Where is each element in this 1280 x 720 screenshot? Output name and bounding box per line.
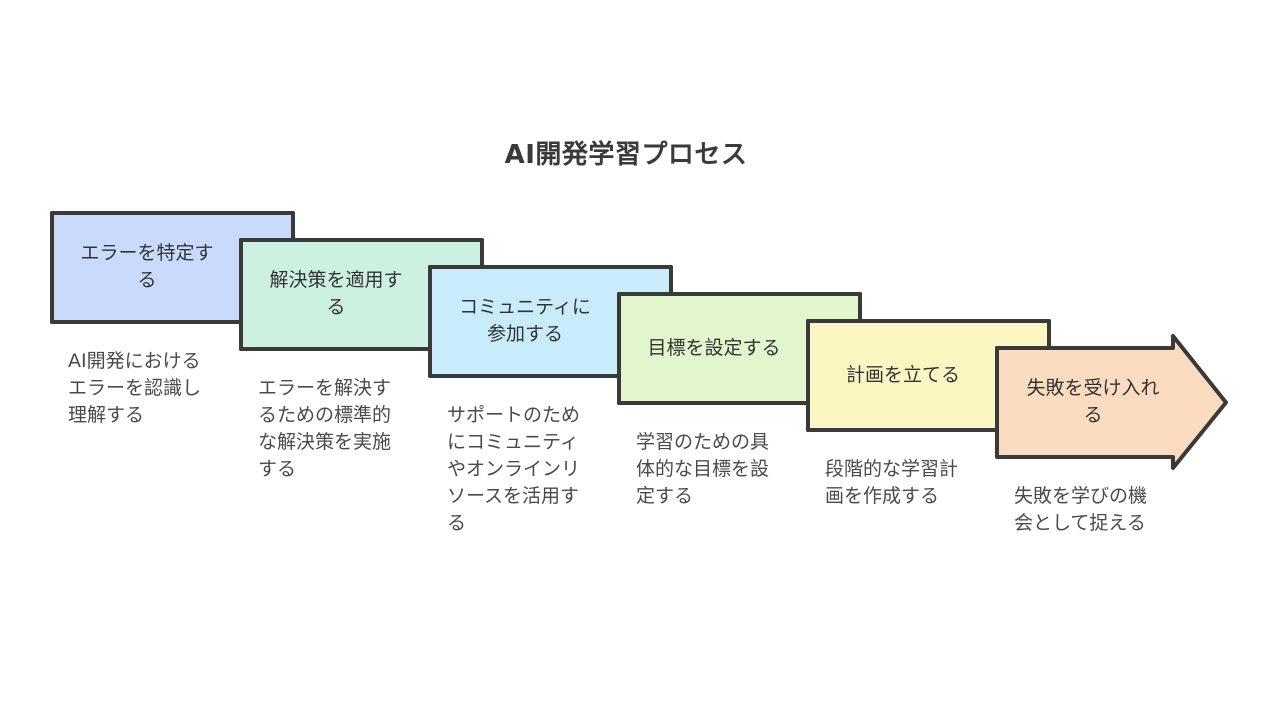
step-5-edge — [806, 319, 1051, 432]
step-2-description-line-2: るための標準的 — [258, 404, 392, 426]
step-3-edge — [428, 265, 673, 378]
step-3-description: サポートのため にコミュニティ やオンラインリ ソースを活用す る — [447, 402, 607, 537]
step-6-description-line-1: 失敗を学びの機 — [1014, 485, 1148, 507]
step-1-label-line-2: る — [137, 269, 157, 291]
step-2-label: 解決策を適用す る — [245, 267, 427, 321]
diagram-title: AI開発学習プロセス — [504, 140, 748, 170]
step-4-edge — [617, 292, 862, 405]
step-4-description: 学習のための具 体的な目標を設 定する — [636, 429, 796, 510]
step-4-label-line-1: 目標を設定する — [647, 337, 781, 359]
step-3-label: コミュニティに 参加する — [434, 294, 616, 348]
step-6-description: 失敗を学びの機 会として捉える — [1014, 483, 1174, 537]
step-5-description-line-1: 段階的な学習計 — [825, 458, 959, 480]
step-2-label-line-2: る — [326, 296, 346, 318]
step-1-description-line-3: 理解する — [68, 404, 145, 426]
step-3-description-line-2: にコミュニティ — [447, 431, 579, 453]
step-4-label: 目標を設定する — [623, 335, 805, 362]
step-4-description-line-2: 体的な目標を設 — [636, 458, 770, 480]
step-3-description-line-5: る — [447, 512, 467, 534]
step-3-label-line-2: 参加する — [486, 323, 563, 345]
step-3-description-line-1: サポートのため — [447, 404, 581, 426]
step-2-label-line-1: 解決策を適用す — [269, 269, 403, 291]
step-3-description-line-4: ソースを活用す — [447, 485, 580, 507]
step-5-label: 計画を立てる — [812, 362, 994, 389]
step-1-label: エラーを特定す る — [56, 240, 238, 294]
step-1-description-line-1: AI開発における — [68, 350, 201, 372]
step-5-description-line-2: 画を作成する — [825, 485, 940, 507]
step-5-label-line-1: 計画を立てる — [845, 364, 960, 386]
step-3-description-line-3: やオンラインリ — [447, 458, 581, 480]
step-2-description: エラーを解決す るための標準的 な解決策を実施 する — [258, 375, 418, 483]
step-1-edge — [50, 211, 295, 324]
step-3-label-line-1: コミュニティに — [459, 296, 591, 318]
step-2-description-line-4: する — [258, 458, 297, 480]
step-2-description-line-1: エラーを解決す — [258, 377, 392, 399]
step-2-edge — [239, 238, 484, 351]
step-2-description-line-3: な解決策を実施 — [258, 431, 392, 453]
step-6-label: 失敗を受け入れ る — [1002, 375, 1184, 429]
step-1-description-line-2: エラーを認識し — [68, 377, 202, 399]
step-6-arrow — [995, 334, 1228, 470]
step-5-description: 段階的な学習計 画を作成する — [825, 456, 985, 510]
step-4-description-line-3: 定する — [636, 485, 694, 507]
step-1-label-line-1: エラーを特定す — [80, 242, 214, 264]
step-6-description-line-2: 会として捉える — [1014, 512, 1146, 534]
step-4-description-line-1: 学習のための具 — [636, 431, 770, 453]
step-6-label-line-2: る — [1083, 404, 1103, 426]
step-6-label-line-1: 失敗を受け入れ — [1026, 377, 1160, 399]
step-1-description: AI開発における エラーを認識し 理解する — [68, 348, 228, 429]
step-6-box — [995, 334, 1228, 470]
